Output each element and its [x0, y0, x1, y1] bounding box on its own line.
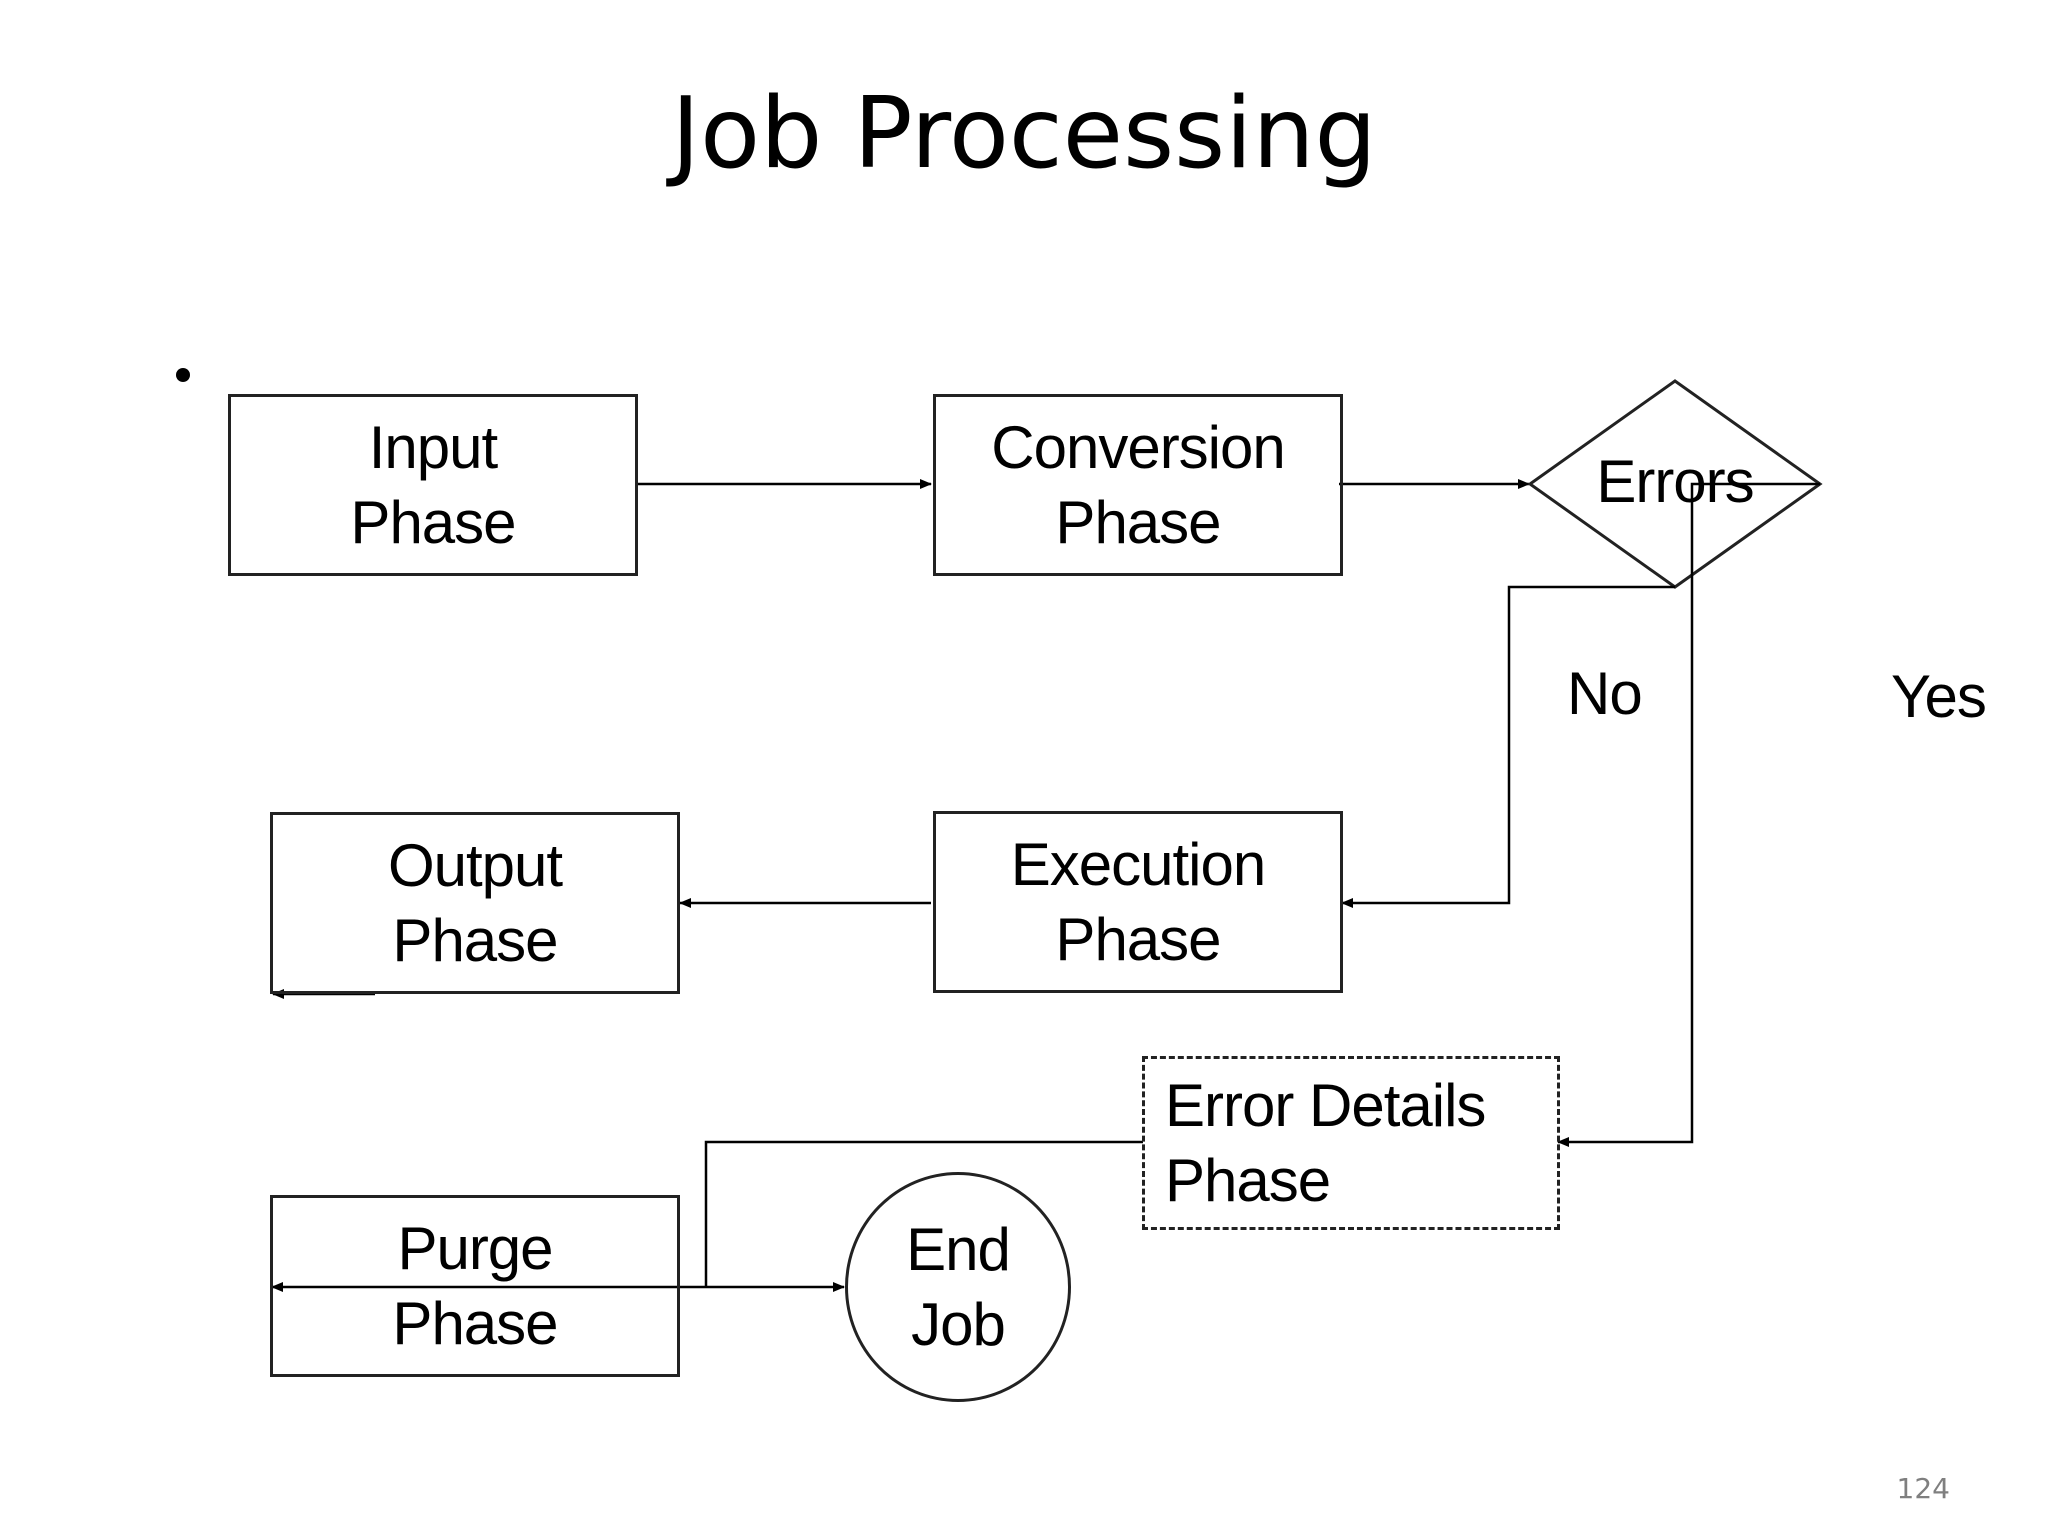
output-phase-box: Output Phase: [270, 812, 680, 994]
slide-title: Job Processing: [671, 77, 1377, 191]
page-number: 124: [1896, 1472, 1950, 1505]
execution-phase-line1: Execution: [1010, 831, 1266, 898]
end-job-circle: End Job: [845, 1172, 1071, 1402]
arrow-errors-yes-to-error-details: [1557, 482, 1820, 1147]
arrow-errors-no-to-execution: [1341, 585, 1675, 908]
error-details-phase-line2: Phase: [1165, 1147, 1331, 1214]
bullet-point: [176, 368, 190, 382]
purge-phase-line2: Phase: [392, 1290, 558, 1357]
conversion-phase-box: Conversion Phase: [933, 394, 1343, 576]
input-phase-box: Input Phase: [228, 394, 638, 576]
edge-label-yes: Yes: [1891, 663, 1987, 730]
end-job-line1: End: [906, 1216, 1011, 1283]
conversion-phase-line2: Phase: [1055, 489, 1221, 556]
input-phase-line1: Input: [368, 414, 498, 481]
output-phase-line2: Phase: [392, 907, 558, 974]
output-phase-line1: Output: [387, 832, 563, 899]
error-details-phase-box: Error Details Phase: [1142, 1056, 1560, 1230]
purge-phase-box: Purge Phase: [270, 1195, 680, 1377]
end-job-line2: Job: [911, 1291, 1006, 1358]
error-details-phase-line1: Error Details: [1165, 1072, 1486, 1139]
input-phase-line2: Phase: [350, 489, 516, 556]
connector-error-details-branch: [704, 1140, 1143, 1287]
conversion-phase-line1: Conversion: [991, 414, 1285, 481]
execution-phase-line2: Phase: [1055, 906, 1221, 973]
purge-phase-line1: Purge: [397, 1215, 553, 1282]
execution-phase-box: Execution Phase: [933, 811, 1343, 993]
edge-label-no: No: [1567, 660, 1643, 727]
errors-decision-label: Errors: [1596, 448, 1754, 515]
